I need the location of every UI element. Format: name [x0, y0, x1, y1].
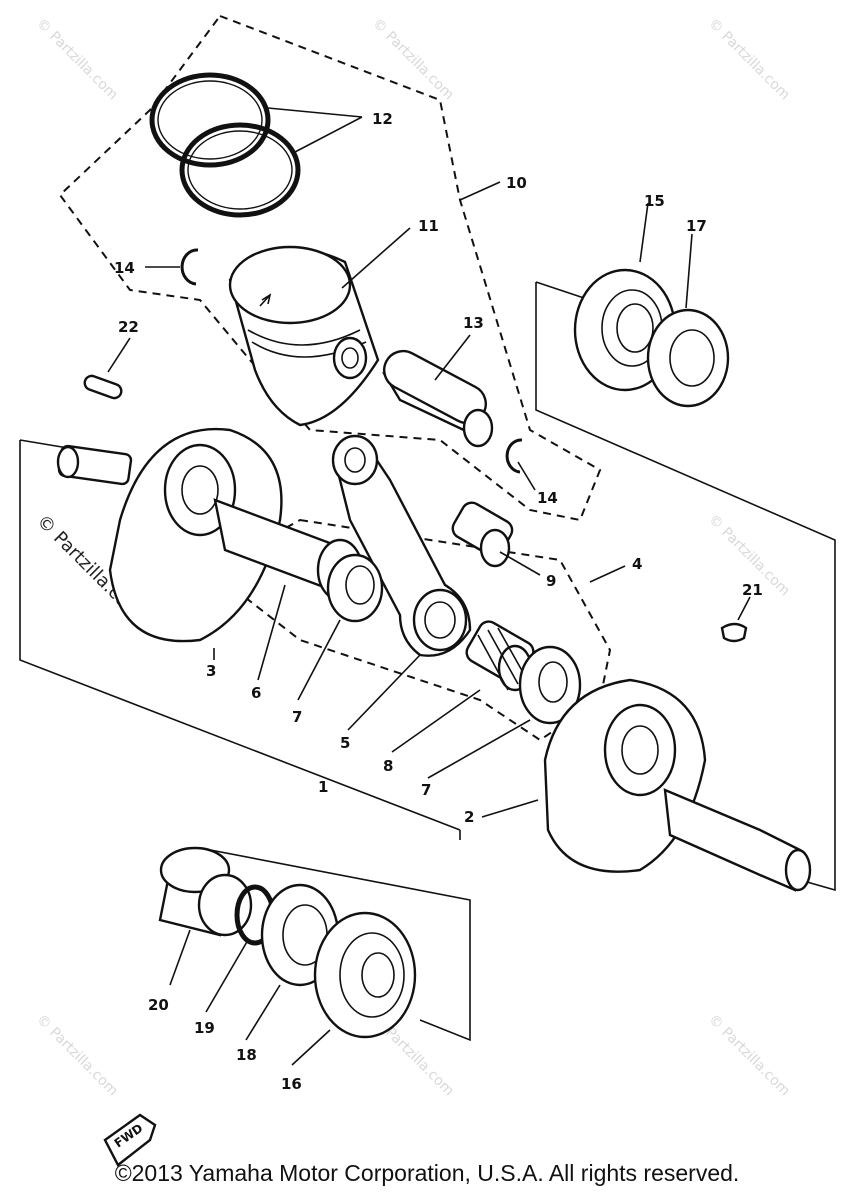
- circlip-left: [180, 248, 199, 286]
- callout-15: 15: [644, 192, 665, 210]
- bearing-bracket-right: [535, 281, 836, 892]
- bearing-bracket-bottom: [199, 847, 471, 1042]
- callouts: 1 2 3 4 5 6 7 7 8 9 10 11 12 13 14 14 15…: [114, 110, 763, 1093]
- callout-22: 22: [118, 318, 139, 336]
- small-end-bearing: [451, 501, 514, 568]
- callout-18: 18: [236, 1046, 257, 1064]
- watermark: © Partzilla.com: [33, 1012, 121, 1100]
- callout-4: 4: [632, 555, 642, 573]
- callout-7a: 7: [292, 708, 302, 726]
- thrust-washer-right: [518, 645, 582, 725]
- callout-14b: 14: [537, 489, 558, 507]
- callout-9: 9: [546, 572, 556, 590]
- callout-3: 3: [206, 662, 216, 680]
- bearing-16: [313, 911, 417, 1039]
- callout-6: 6: [251, 684, 261, 702]
- watermark: © Partzilla.com: [705, 16, 793, 104]
- callout-14a: 14: [114, 259, 135, 277]
- watermark: © Partzilla.com: [369, 16, 457, 104]
- watermark: © Partzilla.com: [705, 1012, 793, 1100]
- crank-web-right: [543, 678, 812, 892]
- callout-20: 20: [148, 996, 169, 1014]
- callout-8: 8: [383, 757, 393, 775]
- callout-1: 1: [318, 778, 328, 796]
- connecting-rod: [331, 434, 472, 657]
- callout-16: 16: [281, 1075, 302, 1093]
- callout-21: 21: [742, 581, 763, 599]
- callout-5: 5: [340, 734, 350, 752]
- callout-17: 17: [686, 217, 707, 235]
- thrust-washer-left: [326, 553, 384, 623]
- piston-rings: [149, 72, 301, 218]
- leader-lines: [107, 107, 751, 1066]
- callout-19: 19: [194, 1019, 215, 1037]
- piston-pin: [381, 349, 494, 448]
- oil-seal-17: [646, 308, 730, 408]
- copyright-notice: ©2013 Yamaha Motor Corporation, U.S.A. A…: [114, 1160, 740, 1186]
- circlip-right: [505, 438, 523, 474]
- callout-13: 13: [463, 314, 484, 332]
- watermark: © Partzilla.com: [33, 16, 121, 104]
- woodruff-key-21: [720, 622, 748, 643]
- callout-11: 11: [418, 217, 439, 235]
- woodruff-key-22: [83, 374, 123, 400]
- crank-web-left: [56, 427, 283, 643]
- piston: [228, 245, 380, 427]
- collar-20: [158, 846, 253, 937]
- callout-2: 2: [464, 808, 474, 826]
- forward-arrow-icon: FWD: [103, 1113, 157, 1167]
- callout-10: 10: [506, 174, 527, 192]
- callout-7b: 7: [421, 781, 431, 799]
- callout-12: 12: [372, 110, 393, 128]
